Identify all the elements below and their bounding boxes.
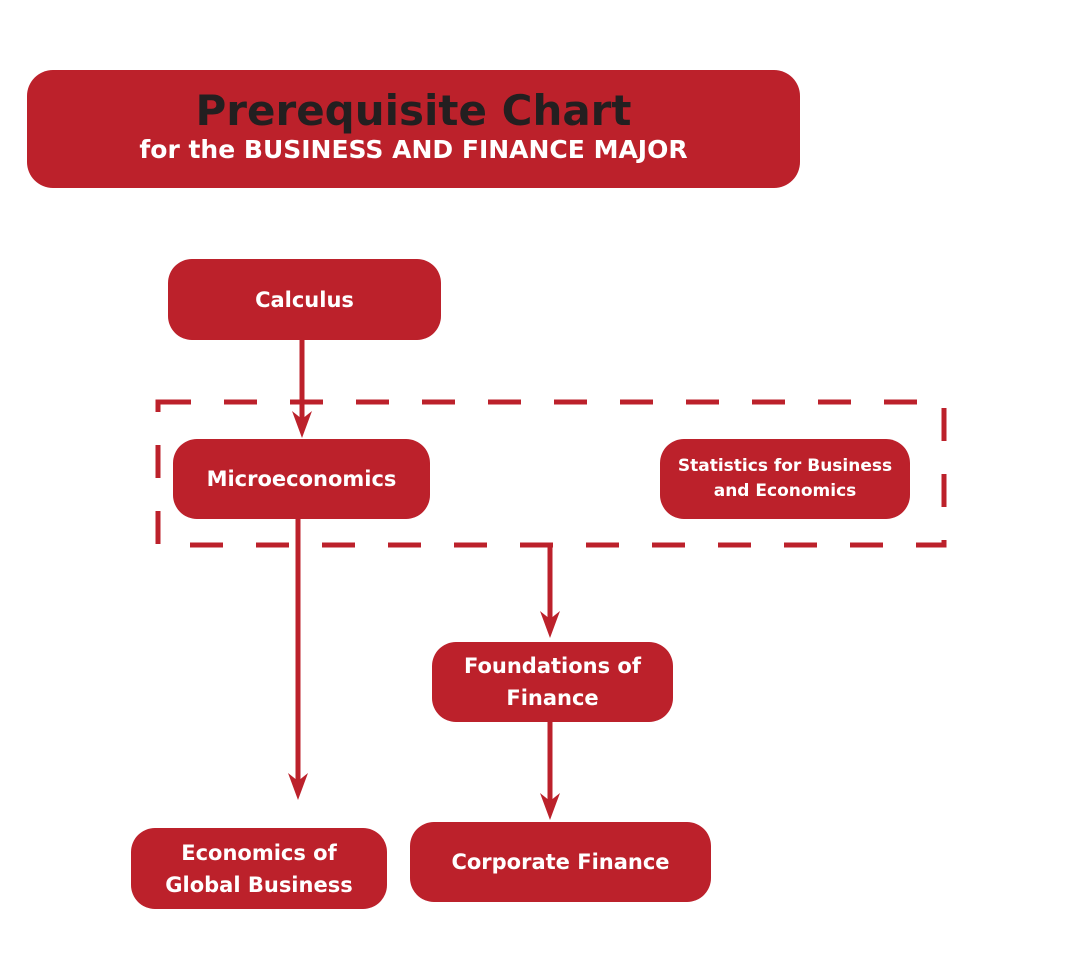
node-calculus: Calculus: [168, 259, 441, 340]
page-subtitle: for the BUSINESS AND FINANCE MAJOR: [139, 135, 688, 164]
node-statistics: Statistics for Business and Economics: [660, 439, 910, 519]
arrowhead: [292, 411, 312, 438]
node-corporate-finance: Corporate Finance: [410, 822, 711, 902]
node-economics-of-global-business: Economics of Global Business: [131, 828, 387, 909]
title-banner: Prerequisite Chart for the BUSINESS AND …: [27, 70, 800, 188]
node-microeconomics: Microeconomics: [173, 439, 430, 519]
node-foundations-of-finance: Foundations of Finance: [432, 642, 673, 722]
page-title: Prerequisite Chart: [195, 86, 632, 135]
arrowhead: [288, 773, 308, 800]
arrowhead: [540, 793, 560, 820]
arrowhead: [540, 611, 560, 638]
